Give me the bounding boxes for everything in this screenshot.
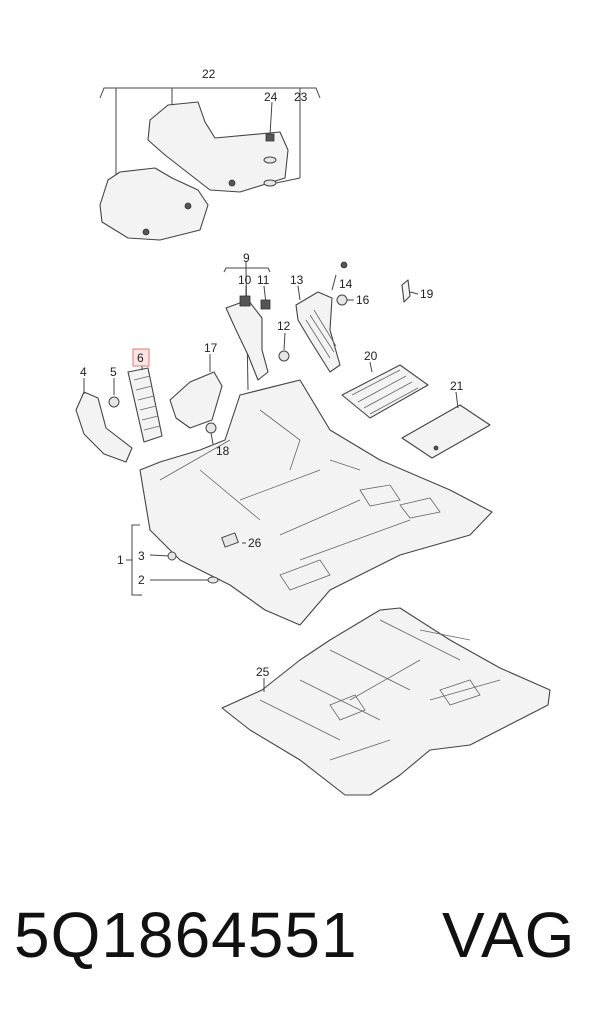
part-number: 5Q1864551 xyxy=(14,899,358,971)
small-parts xyxy=(75,261,491,463)
label-25: 25 xyxy=(256,665,270,679)
label-20: 20 xyxy=(364,349,378,363)
label-2: 2 xyxy=(138,573,145,587)
label-5: 5 xyxy=(110,365,117,379)
mat-clip xyxy=(265,133,275,142)
label-14: 14 xyxy=(339,277,353,291)
brand-name: VAG xyxy=(442,899,576,971)
floor-panel xyxy=(401,404,491,459)
label-10: 10 xyxy=(238,273,252,287)
insulation-carpet xyxy=(221,607,551,796)
pedal-pad xyxy=(127,367,163,443)
highlight-box-6 xyxy=(132,348,150,367)
callout-labels: 22 24 23 9 10 11 13 14 16 19 12 17 20 6 … xyxy=(80,67,464,679)
tunnel-cover xyxy=(341,364,429,419)
label-19: 19 xyxy=(420,287,434,301)
floor-mats-group xyxy=(99,87,321,241)
label-9: 9 xyxy=(243,251,250,265)
label-22: 22 xyxy=(202,67,216,81)
label-16: 16 xyxy=(356,293,370,307)
label-1: 1 xyxy=(117,553,124,567)
footer: 5Q1864551 VAG xyxy=(0,890,600,980)
label-3: 3 xyxy=(138,549,145,563)
main-floor-carpet xyxy=(126,379,493,626)
label-6: 6 xyxy=(137,351,144,365)
label-18: 18 xyxy=(216,444,230,458)
label-4: 4 xyxy=(80,365,87,379)
label-13: 13 xyxy=(290,273,304,287)
label-11: 11 xyxy=(257,273,270,287)
label-21: 21 xyxy=(450,379,464,393)
front-floor-mat xyxy=(99,167,209,241)
label-24: 24 xyxy=(264,90,278,104)
footrest xyxy=(75,391,133,463)
label-17: 17 xyxy=(204,341,218,355)
label-23: 23 xyxy=(294,90,308,104)
side-bracket xyxy=(169,371,223,429)
label-26: 26 xyxy=(248,536,262,550)
label-12: 12 xyxy=(277,319,291,333)
rear-floor-mat xyxy=(147,101,289,193)
pedal-cover xyxy=(295,291,341,373)
pedal-bracket xyxy=(225,299,269,381)
clip-19 xyxy=(401,279,411,303)
